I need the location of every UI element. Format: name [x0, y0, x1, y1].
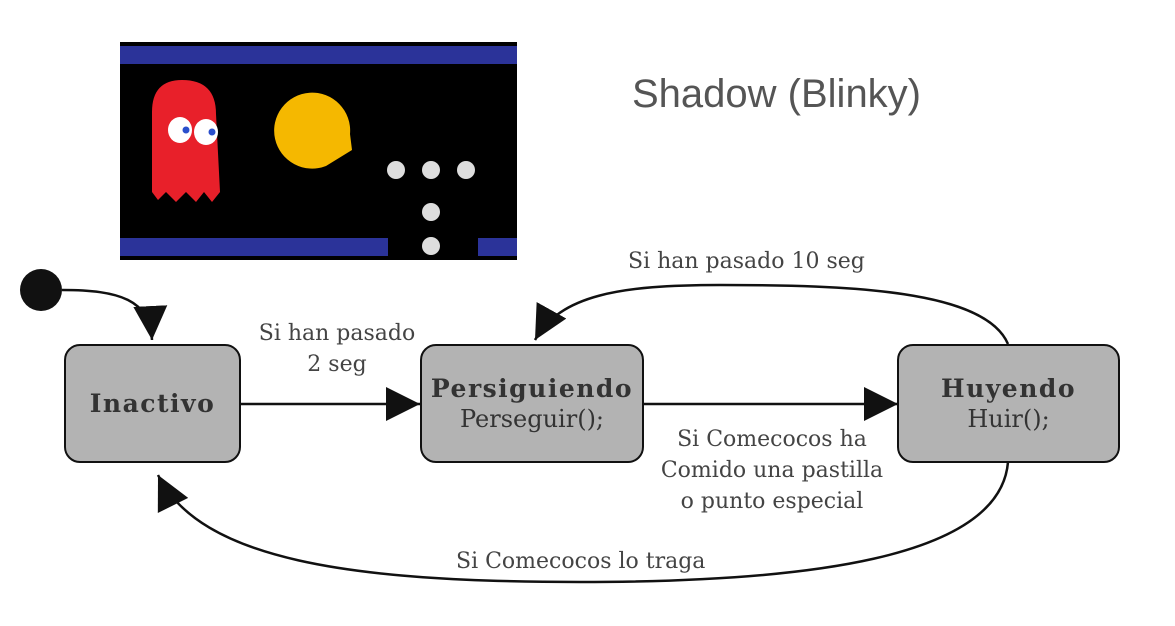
maze-wall-top: [120, 46, 517, 64]
state-persiguiendo: Persiguiendo Perseguir();: [420, 344, 644, 463]
maze-wall-bottom-right: [478, 238, 517, 256]
state-name: Inactivo: [89, 389, 216, 418]
label-persiguiendo-huyendo: Si Comecocos ha Comido una pastilla o pu…: [648, 424, 896, 517]
initial-transition-arrow: [61, 288, 168, 341]
label-line: o punto especial: [680, 489, 864, 514]
label-huyendo-inactivo: Si Comecocos lo traga: [456, 549, 706, 574]
pacman-icon: [274, 92, 352, 169]
label-line: Si Comecocos ha: [677, 427, 867, 452]
state-name: Persiguiendo: [430, 374, 634, 403]
maze-wall-bottom-left: [120, 238, 388, 256]
diagram-title: Shadow (Blinky): [632, 72, 922, 116]
state-name: Huyendo: [940, 374, 1077, 403]
pacman-game-image: [120, 42, 517, 260]
edge-huyendo-persiguiendo: [533, 283, 1010, 345]
edge-huyendo-inactivo: [156, 461, 1010, 584]
state-inactivo: Inactivo: [64, 344, 241, 463]
initial-state-dot: [20, 269, 62, 311]
label-line: Comido una pastilla: [660, 458, 884, 483]
pellet-icon: [387, 161, 475, 255]
label-line: 2 seg: [307, 352, 367, 377]
ghost-icon: [152, 80, 220, 202]
state-action: Perseguir();: [459, 405, 605, 433]
label-line: Si han pasado: [258, 321, 416, 346]
state-action: Huir();: [967, 405, 1050, 433]
label-inactivo-persiguiendo: Si han pasado 2 seg: [252, 318, 422, 380]
label-huyendo-persiguiendo: Si han pasado 10 seg: [628, 249, 865, 274]
state-huyendo: Huyendo Huir();: [897, 344, 1120, 463]
